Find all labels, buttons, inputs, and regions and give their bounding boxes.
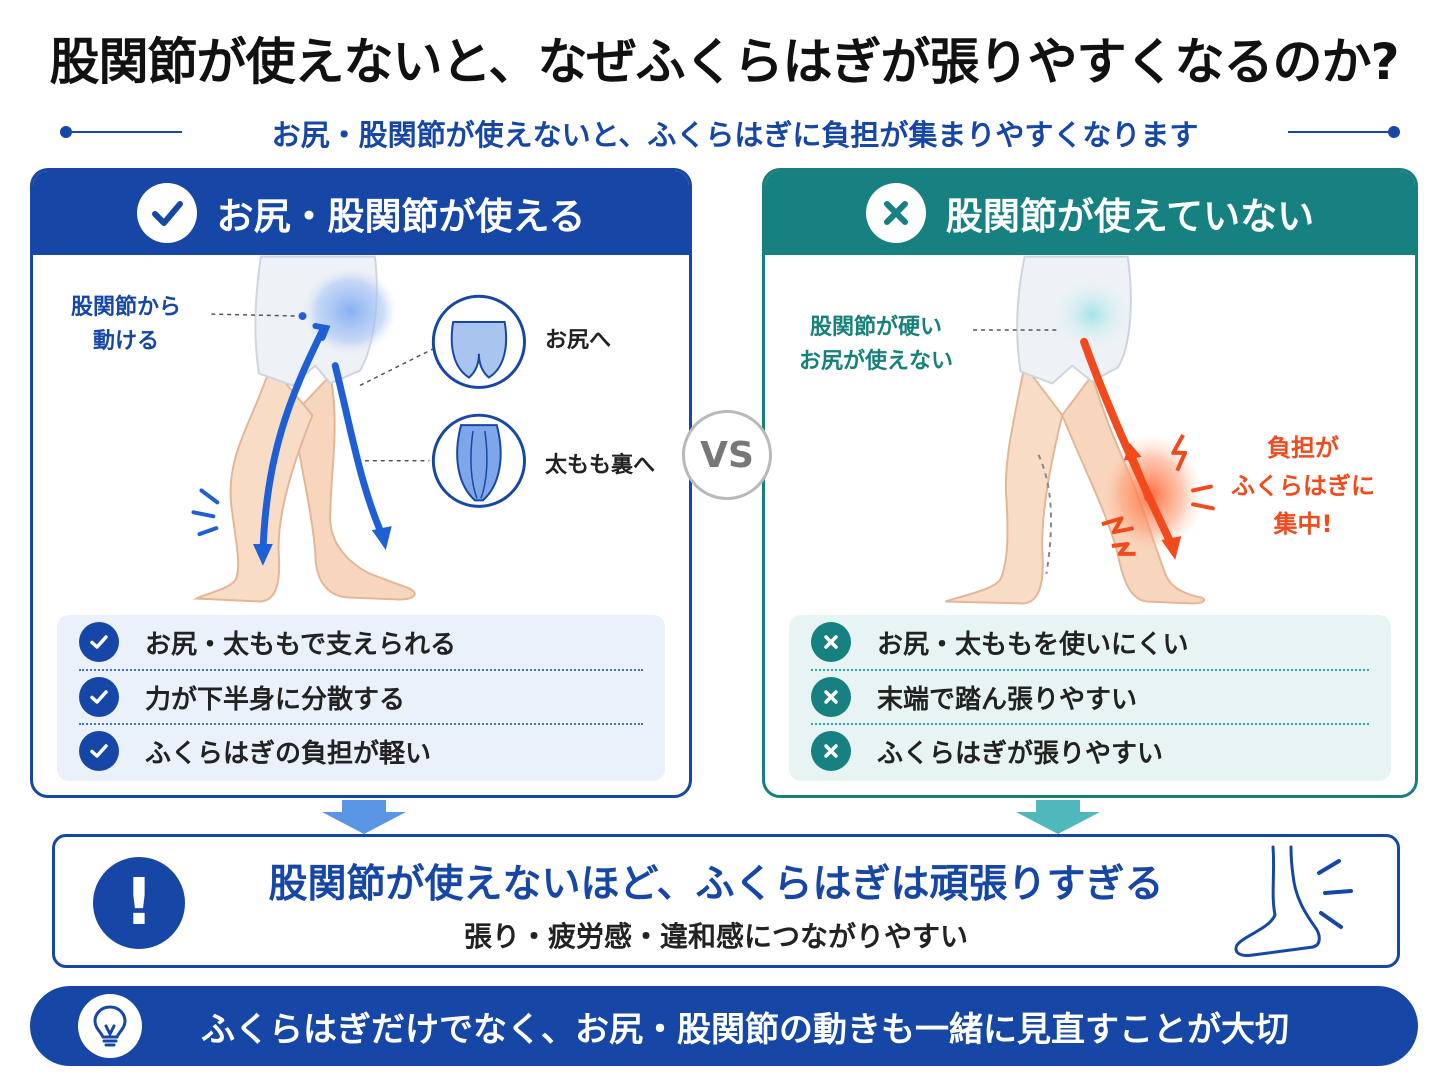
list-item: ふくらはぎが張りやすい bbox=[811, 723, 1369, 777]
label-line: 股関節が硬い bbox=[810, 315, 943, 340]
subtitle: お尻・股関節が使えないと、ふくらはぎに負担が集まりやすくなります bbox=[271, 118, 1199, 152]
list-item-text: お尻・太ももを使いにくい bbox=[877, 629, 1189, 660]
sore-foot-icon bbox=[1234, 845, 1353, 957]
bottom-banner: ふくらはぎだけでなく、お尻・股関節の動きも一緒に見直すことが大切 bbox=[30, 986, 1418, 1066]
list-item: お尻・太ももを使いにくい bbox=[811, 615, 1369, 669]
subtitle-line-left bbox=[72, 131, 182, 133]
cross-icon bbox=[865, 183, 926, 243]
panel-hip-usable: お尻・股関節が使える bbox=[30, 168, 692, 798]
check-icon bbox=[79, 677, 119, 717]
down-arrow-left-icon bbox=[322, 800, 406, 834]
panel-heading-text: お尻・股関節が使える bbox=[216, 195, 586, 238]
legs-illustration-bad bbox=[945, 255, 1215, 605]
subtitle-dot-left bbox=[60, 126, 72, 138]
label-line: ふくらはぎに bbox=[1231, 472, 1375, 500]
list-item-text: 力が下半身に分散する bbox=[145, 684, 406, 715]
check-icon bbox=[136, 183, 197, 243]
label-line: 動ける bbox=[93, 329, 160, 354]
label-hip-stiff: 股関節が硬い お尻が使えない bbox=[799, 311, 953, 379]
result-sub-text: 張り・疲労感・違和感につながりやすい bbox=[463, 920, 968, 953]
result-main-text: 股関節が使えないほど、ふくらはぎは頑張りすぎる bbox=[268, 862, 1164, 907]
check-icon bbox=[79, 731, 119, 771]
label-line: 負担が bbox=[1267, 434, 1339, 462]
label-glutes: お尻へ bbox=[545, 328, 612, 353]
panel-heading-bad: 股関節が使えていない bbox=[765, 171, 1415, 255]
list-item-text: ふくらはぎが張りやすい bbox=[877, 738, 1164, 769]
list-item: 末端で踏ん張りやすい bbox=[811, 669, 1369, 723]
list-item: 力が下半身に分散する bbox=[79, 669, 643, 723]
list-item-text: 末端で踏ん張りやすい bbox=[877, 684, 1138, 715]
cross-icon bbox=[811, 731, 851, 771]
exclamation-icon: ! bbox=[93, 857, 185, 949]
subtitle-line-right bbox=[1288, 131, 1388, 133]
cross-icon bbox=[811, 622, 851, 662]
label-line: 股関節から bbox=[71, 295, 182, 320]
label-line: お尻が使えない bbox=[799, 349, 954, 374]
label-hamstrings: 太もも裏へ bbox=[545, 453, 656, 478]
list-item-text: ふくらはぎの負担が軽い bbox=[145, 738, 432, 769]
lightbulb-icon bbox=[78, 994, 142, 1058]
list-item: ふくらはぎの負担が軽い bbox=[79, 723, 643, 777]
panel-heading-text: 股関節が使えていない bbox=[945, 195, 1315, 238]
legs-illustration-good bbox=[191, 255, 526, 603]
page-title: 股関節が使えないと、なぜふくらはぎが張りやすくなるのか? bbox=[49, 33, 1399, 91]
label-line: 集中! bbox=[1273, 510, 1333, 538]
panel-heading-good: お尻・股関節が使える bbox=[33, 171, 689, 255]
cross-icon bbox=[811, 677, 851, 717]
label-hip-movable: 股関節から 動ける bbox=[71, 291, 181, 359]
list-item-text: お尻・太ももで支えられる bbox=[145, 629, 456, 660]
label-load-concentrated: 負担が ふくらはぎに 集中! bbox=[1231, 429, 1375, 543]
banner-text: ふくらはぎだけでなく、お尻・股関節の動きも一緒に見直すことが大切 bbox=[201, 1009, 1289, 1050]
subtitle-dot-right bbox=[1388, 126, 1400, 138]
checklist-good: お尻・太ももで支えられる 力が下半身に分散する ふくらはぎの負担が軽い bbox=[57, 615, 665, 781]
checklist-bad: お尻・太ももを使いにくい 末端で踏ん張りやすい ふくらはぎが張りやすい bbox=[789, 615, 1391, 781]
panel-hip-not-used: 股関節が使えていない bbox=[762, 168, 1418, 798]
vs-badge: VS bbox=[682, 410, 772, 500]
down-arrow-right-icon bbox=[1016, 800, 1100, 834]
check-icon bbox=[79, 622, 119, 662]
result-box: ! 股関節が使えないほど、ふくらはぎは頑張りすぎる 張り・疲労感・違和感につなが… bbox=[52, 834, 1400, 968]
list-item: お尻・太ももで支えられる bbox=[79, 615, 643, 669]
subtitle-row: お尻・股関節が使えないと、ふくらはぎに負担が集まりやすくなります bbox=[60, 110, 1400, 154]
